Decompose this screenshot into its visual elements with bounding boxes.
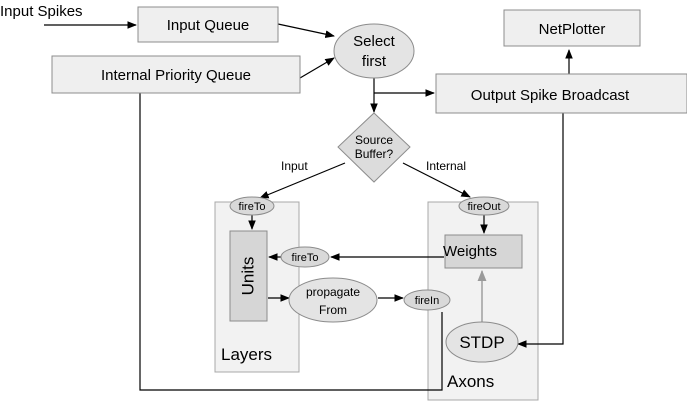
edge-input-queue-to-select: [277, 23, 335, 38]
branch-input-label: Input: [281, 159, 308, 173]
edge-firein-to-priority-queue: [136, 79, 443, 391]
firein-oval: [403, 289, 451, 311]
input-queue-label: Input Queue: [167, 17, 250, 34]
weights-box: [444, 234, 523, 269]
input-queue-box: [137, 6, 279, 43]
units-box: [229, 230, 268, 322]
netplotter-box: [503, 9, 641, 47]
axons-label: Axons: [447, 372, 494, 391]
layers-label: Layers: [221, 345, 272, 364]
select-first-label-line2: first: [362, 53, 387, 70]
propagate-label-line2: From: [319, 303, 347, 317]
stdp-oval: [445, 321, 519, 363]
weights-label: Weights: [443, 243, 497, 260]
output-spike-broadcast-box: [435, 73, 687, 114]
edge-decision-to-axons: [402, 162, 471, 198]
stdp-label: STDP: [459, 333, 504, 352]
input-spikes-label: Input Spikes: [0, 3, 83, 20]
fireto-layers-oval: [229, 196, 275, 216]
netplotter-label: NetPlotter: [539, 21, 606, 38]
fireto-weights-oval: [280, 246, 330, 268]
edge-priority-queue-to-select: [299, 57, 335, 79]
fireout-label: fireOut: [467, 201, 500, 213]
internal-priority-queue-label: Internal Priority Queue: [101, 67, 251, 84]
source-buffer-diamond: [337, 112, 411, 183]
source-buffer-label-line1: Source: [355, 133, 393, 147]
propagate-from-oval: [288, 277, 378, 323]
internal-priority-queue-box: [51, 55, 301, 94]
select-first-label-line1: Select: [353, 33, 396, 50]
output-spike-broadcast-label: Output Spike Broadcast: [471, 87, 630, 104]
select-first-oval: [333, 23, 415, 79]
branch-internal-label: Internal: [426, 159, 466, 173]
fireout-oval: [458, 196, 510, 216]
propagate-label-line1: propagate: [306, 285, 360, 299]
units-label: Units: [238, 257, 257, 296]
source-buffer-label-line2: Buffer?: [355, 147, 394, 161]
firein-label: fireIn: [415, 295, 439, 307]
edge-broadcast-to-stdp: [517, 113, 564, 348]
fireto-weights-label: fireTo: [292, 252, 319, 264]
edge-decision-to-layers: [259, 162, 346, 199]
fireto-layers-label: fireTo: [239, 201, 266, 213]
